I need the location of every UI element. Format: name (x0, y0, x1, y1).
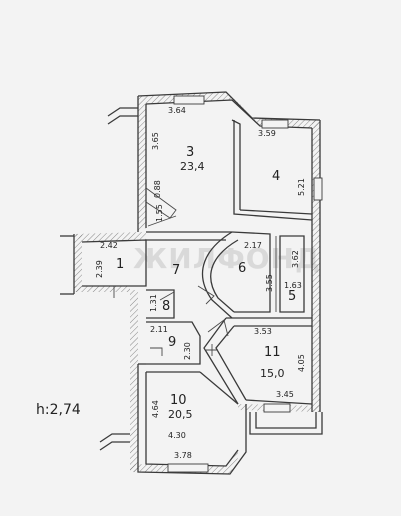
wall-outlines (60, 91, 323, 475)
room-11-number: 11 (264, 345, 281, 360)
dim-bottom-room10: 3.78 (174, 451, 192, 460)
room-3-area: 23,4 (180, 160, 205, 173)
room-7-number: 7 (172, 263, 180, 278)
room-4-number: 4 (272, 169, 280, 184)
dim-left-room1: 2.39 (95, 260, 104, 278)
dim-inner-room10: 4.30 (168, 431, 186, 440)
dim-bottom-room11: 3.45 (276, 390, 294, 399)
dim-closet-length: 1.55 (155, 204, 164, 222)
dim-top-room3: 3.64 (168, 106, 186, 115)
dim-top-room1: 2.42 (100, 241, 118, 250)
dim-room8: 1.31 (149, 294, 158, 312)
dim-top-room11: 3.53 (254, 327, 272, 336)
dim-right-room4: 5.21 (297, 178, 306, 196)
room-9-number: 9 (168, 335, 176, 350)
room-10-area: 20,5 (168, 408, 193, 421)
dim-room6-height: 3.55 (265, 274, 274, 292)
dim-room9-height: 2.30 (183, 342, 192, 360)
ceiling-height-label: h:2,74 (36, 402, 81, 418)
room-11-area: 15,0 (260, 367, 285, 380)
room-6-number: 6 (238, 261, 246, 276)
dim-left-room3: 3.65 (151, 132, 160, 150)
dim-right-room11: 4.05 (297, 354, 306, 372)
dim-closet-width: 0.88 (153, 180, 162, 198)
dim-room5-length: 3.62 (291, 250, 300, 268)
room-10-number: 10 (170, 393, 187, 408)
room-5-number: 5 (288, 289, 296, 304)
room-8-number: 8 (162, 299, 170, 314)
dim-top-room4: 3.59 (258, 129, 276, 138)
dimension-labels: 3.64 3.65 3.59 5.21 0.88 1.55 2.42 2.39 … (95, 106, 306, 460)
dim-top-room6: 2.17 (244, 241, 262, 250)
room-labels: 3 23,4 4 1 7 6 5 8 9 11 15,0 10 20,5 (116, 145, 296, 421)
room-3-number: 3 (186, 145, 194, 160)
dim-left-room10: 4.64 (151, 400, 160, 418)
room-1-number: 1 (116, 257, 124, 272)
dim-top-room9: 2.11 (150, 325, 168, 334)
dim-room5-width: 1.63 (284, 281, 302, 290)
